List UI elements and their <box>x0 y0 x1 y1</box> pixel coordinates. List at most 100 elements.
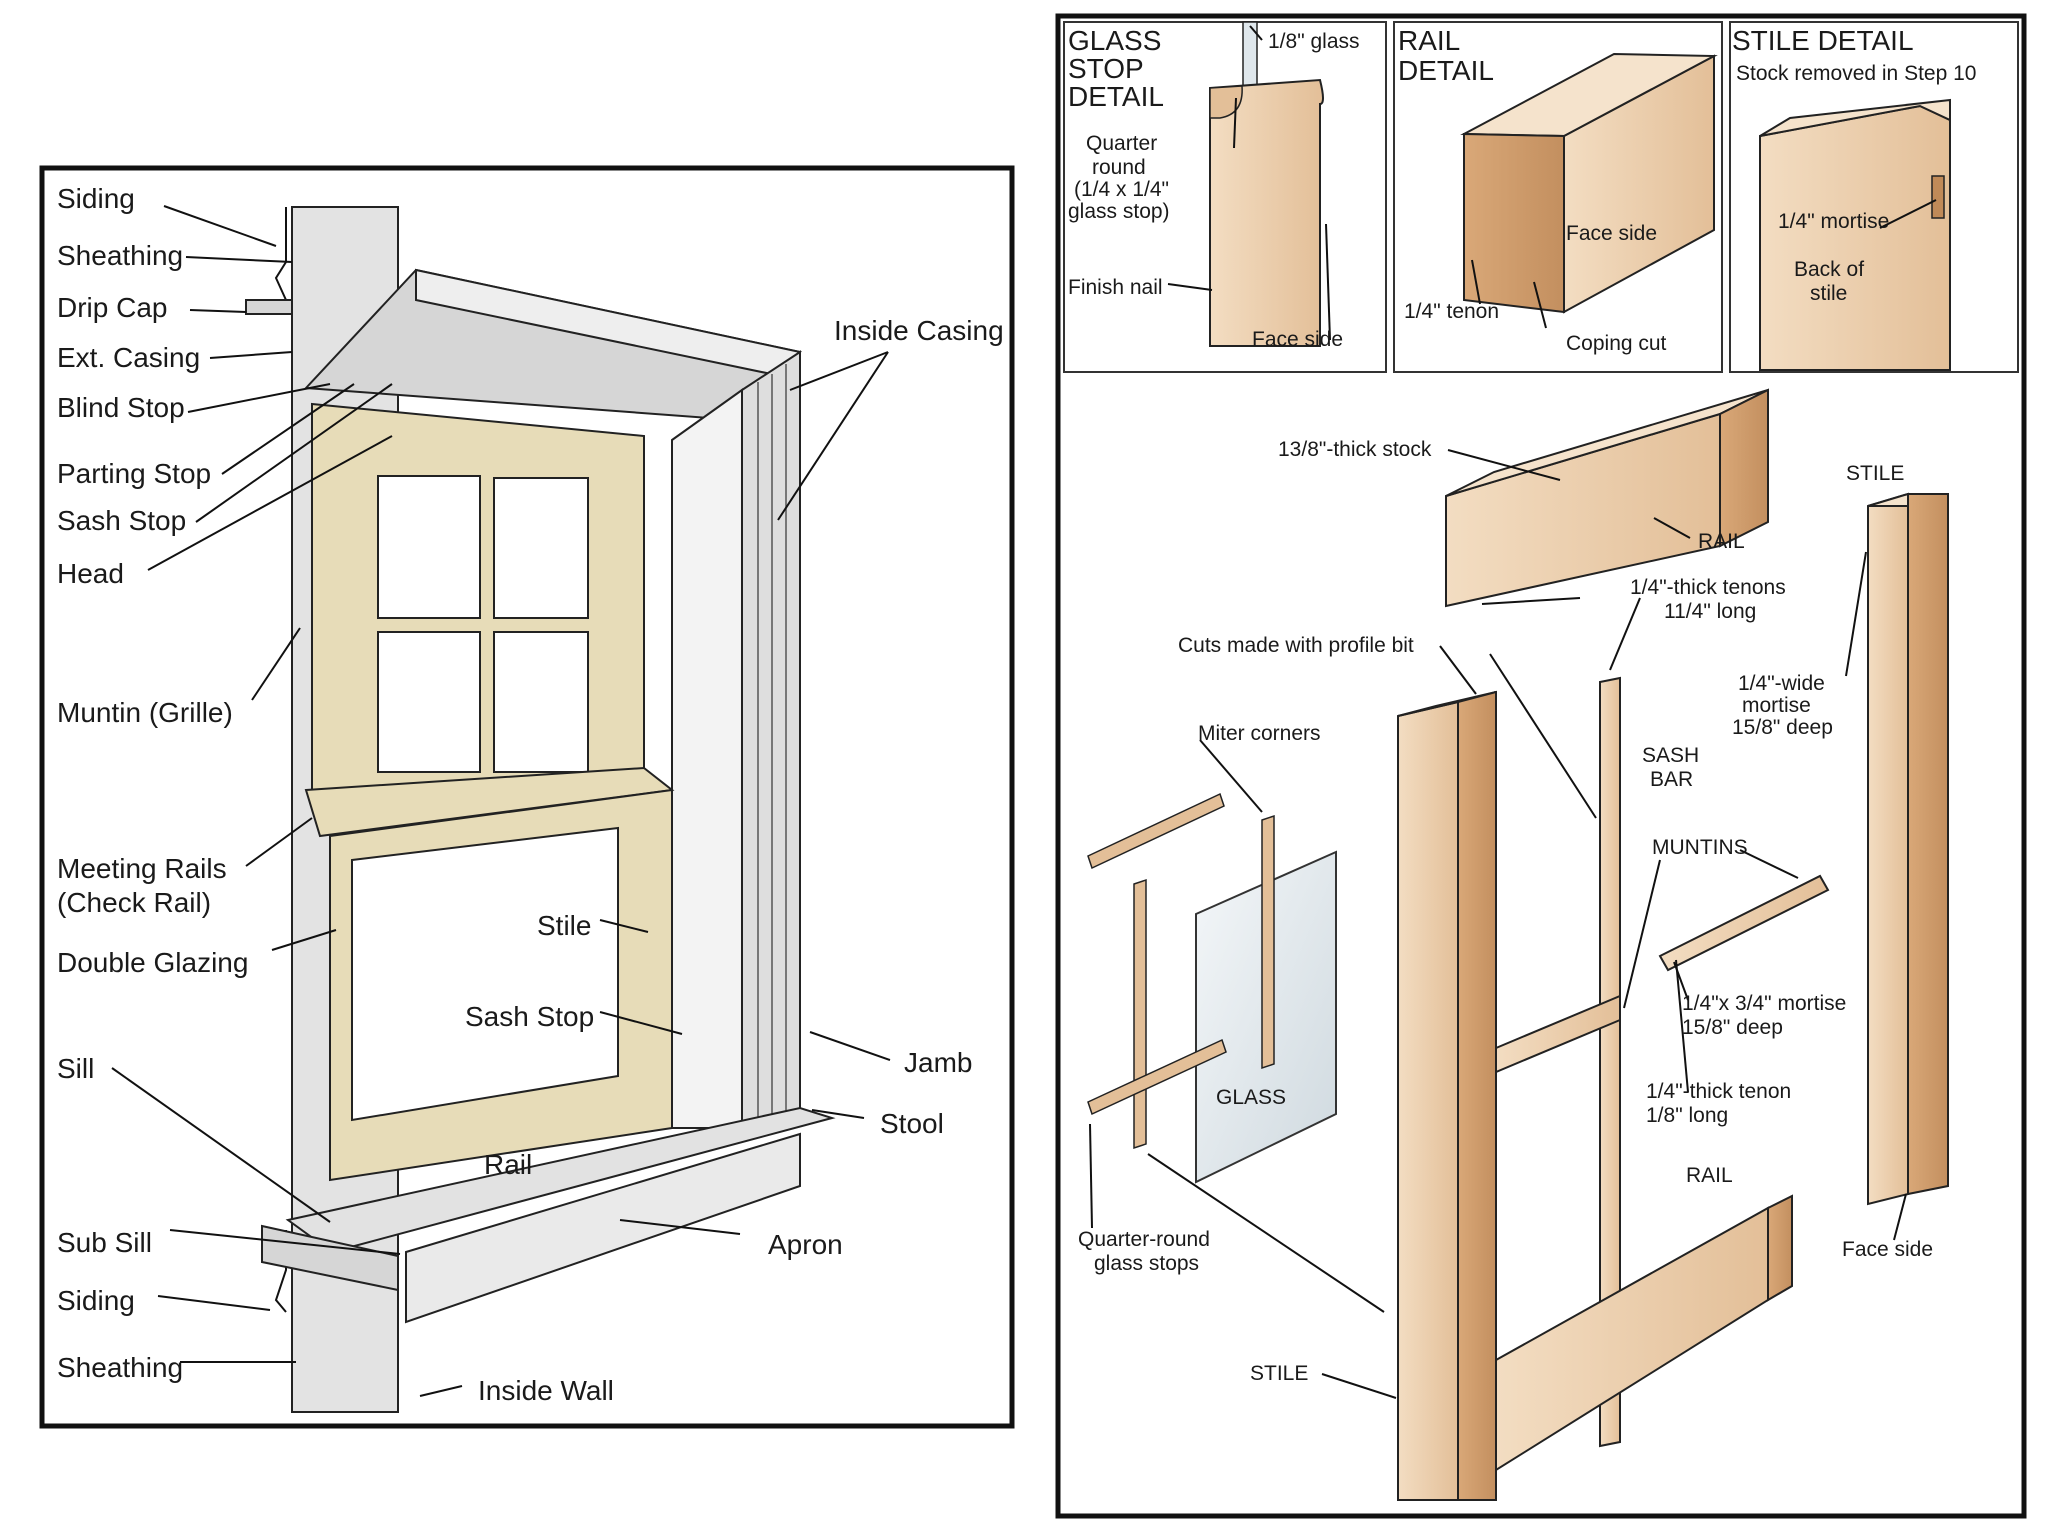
glass-stop-top <box>1087 792 1225 870</box>
lower-pane <box>351 826 619 1122</box>
glass-stop-finish-nail: Finish nail <box>1068 276 1163 299</box>
label-stool: Stool <box>880 1108 944 1139</box>
label-mortise-34-2: 15/8" deep <box>1682 1016 1783 1039</box>
label-stile-right: STILE <box>1846 462 1904 485</box>
sub-sill <box>261 1224 399 1292</box>
stile-detail-mortise-label: 1/4" mortise <box>1778 210 1889 233</box>
left-leaders <box>111 205 891 1397</box>
rail-detail-end <box>1463 132 1565 314</box>
label-face-side: Face side <box>1842 1238 1933 1261</box>
label-mortise-34-1: 1/4"x 3/4" mortise <box>1682 992 1846 1015</box>
label-wide-mortise-1: 1/4"-wide <box>1738 672 1825 695</box>
label-siding-top: Siding <box>57 183 135 214</box>
label-inside-casing: Inside Casing <box>834 315 1004 346</box>
stile-detail-title: STILE DETAIL <box>1732 25 1914 56</box>
rail-detail-face-side: Face side <box>1566 222 1657 245</box>
right-panel: GLASS STOP DETAIL 1/8" glass Quarter rou… <box>1055 13 2027 1519</box>
label-sash-stop-top: Sash Stop <box>57 505 186 536</box>
assembly-muntin <box>1495 994 1621 1074</box>
label-jamb: Jamb <box>904 1047 972 1078</box>
label-sash-bar-1: SASH <box>1642 744 1699 767</box>
right-stile-front <box>1867 492 1909 1206</box>
label-muntin: Muntin (Grille) <box>57 697 233 728</box>
label-rail-bottom: RAIL <box>1686 1164 1733 1187</box>
label-drip-cap: Drip Cap <box>57 292 167 323</box>
glass-stop-quarter-1: Quarter <box>1086 132 1157 155</box>
label-rail-top: RAIL <box>1698 530 1745 553</box>
glass-stop-title-3: DETAIL <box>1068 81 1164 112</box>
label-stile-bottom: STILE <box>1250 1362 1308 1385</box>
apron <box>405 1132 801 1324</box>
glass-stop-right <box>1261 814 1275 1070</box>
rail-detail-tenon: 1/4" tenon <box>1404 300 1499 323</box>
glass-stop-title-2: STOP <box>1068 53 1144 84</box>
glass-stop-left <box>1133 878 1147 1150</box>
label-wide-mortise-2: mortise <box>1742 694 1811 717</box>
right-stile-side <box>1907 493 1949 1196</box>
stile-detail-subtitle: Stock removed in Step 10 <box>1736 62 1976 85</box>
label-stile: Stile <box>537 910 591 941</box>
label-head: Head <box>57 558 124 589</box>
stile-detail-mortise <box>1931 175 1945 219</box>
rail-detail-coping-cut: Coping cut <box>1566 332 1667 355</box>
label-miter: Miter corners <box>1198 722 1321 745</box>
label-ext-casing: Ext. Casing <box>57 342 200 373</box>
label-tenon-18-1: 1/4"-thick tenon <box>1646 1080 1791 1103</box>
label-wide-mortise-3: 15/8" deep <box>1732 716 1833 739</box>
label-tenons-1: 1/4"-thick tenons <box>1630 576 1786 599</box>
label-muntins: MUNTINS <box>1652 836 1748 859</box>
upper-pane-4 <box>493 631 589 773</box>
sash-bar <box>1599 676 1621 1448</box>
label-quarter-stops-1: Quarter-round <box>1078 1228 1210 1251</box>
top-rail-end <box>1719 388 1769 548</box>
label-quarter-stops-2: glass stops <box>1094 1252 1199 1275</box>
label-sheathing-bottom: Sheathing <box>57 1352 183 1383</box>
loose-muntin <box>1658 874 1830 972</box>
glass-stop-quarter-3: (1/4 x 1/4" <box>1074 178 1169 201</box>
stile-detail-face <box>1759 104 1951 371</box>
label-check-rail: (Check Rail) <box>57 887 211 918</box>
stile-detail-back-2: stile <box>1810 282 1847 305</box>
label-profile-cuts: Cuts made with profile bit <box>1178 634 1414 657</box>
upper-pane-3 <box>377 631 481 773</box>
glass-stop-quarter-4: glass stop) <box>1068 200 1170 223</box>
left-panel: Siding Sheathing Drip Cap Ext. Casing Bl… <box>39 165 1015 1429</box>
label-sash-bar-2: BAR <box>1650 768 1693 791</box>
right-leaders <box>1089 25 1937 1399</box>
label-glass: GLASS <box>1216 1086 1286 1109</box>
left-stile-side <box>1457 690 1497 1501</box>
label-inside-wall: Inside Wall <box>478 1375 614 1406</box>
label-rail: Rail <box>484 1149 532 1180</box>
label-sheathing-top: Sheathing <box>57 240 183 271</box>
label-sub-sill: Sub Sill <box>57 1227 152 1258</box>
left-stile-front <box>1397 700 1459 1501</box>
inside-casing <box>741 350 801 1130</box>
siding-top-profile <box>274 207 287 301</box>
label-siding-bottom: Siding <box>57 1285 135 1316</box>
glass-stop-quarter-2: round <box>1092 156 1146 179</box>
stile-detail-top <box>1759 98 1951 137</box>
label-blind-stop: Blind Stop <box>57 392 185 423</box>
label-double-glazing: Double Glazing <box>57 947 248 978</box>
rail-detail-title-2: DETAIL <box>1398 55 1494 86</box>
stile-detail-back-1: Back of <box>1794 258 1864 281</box>
glass-stop-face-side: Face side <box>1252 328 1343 351</box>
label-meeting-rails: Meeting Rails <box>57 853 227 884</box>
jamb <box>671 388 743 1129</box>
label-tenons-2: 11/4" long <box>1664 600 1756 623</box>
label-tenon-18-2: 1/8" long <box>1646 1104 1728 1127</box>
glass-stop-profile <box>1209 78 1324 347</box>
label-sash-stop-mid: Sash Stop <box>465 1001 594 1032</box>
label-sill: Sill <box>57 1053 94 1084</box>
label-thick-stock: 13/8"-thick stock <box>1278 438 1432 461</box>
label-apron: Apron <box>768 1229 843 1260</box>
upper-pane-1 <box>377 475 481 619</box>
label-parting-stop: Parting Stop <box>57 458 211 489</box>
rail-detail-title-1: RAIL <box>1398 25 1460 56</box>
bottom-rail-end <box>1767 1194 1793 1302</box>
glass-stop-bottom <box>1087 1038 1227 1116</box>
glass-stop-title-1: GLASS <box>1068 25 1161 56</box>
drip-cap-shape <box>245 299 293 315</box>
glass-stop-glass-label: 1/8" glass <box>1268 30 1360 53</box>
